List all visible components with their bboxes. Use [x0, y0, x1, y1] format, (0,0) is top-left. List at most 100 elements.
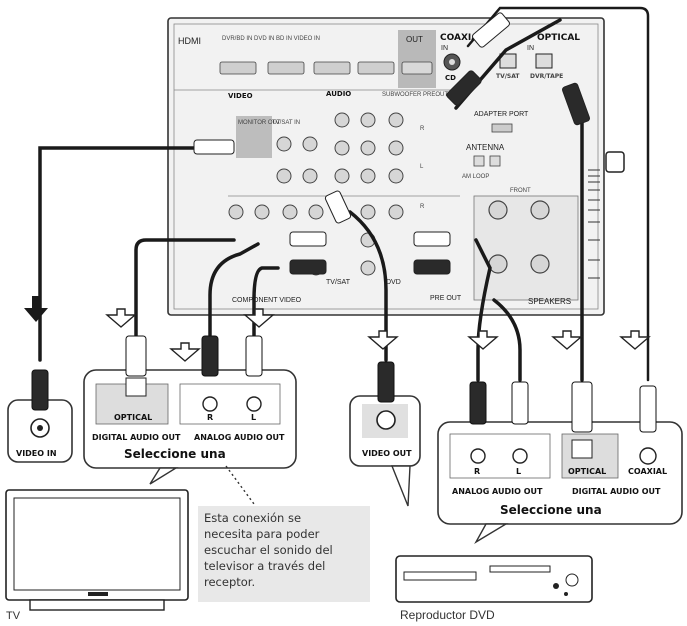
analog-cable-dvd-l: [492, 298, 522, 382]
optical-jack-tvsat: [499, 53, 517, 69]
tv-analog-l-jack: [246, 396, 262, 412]
component-video-label: COMPONENT VIDEO: [232, 297, 302, 304]
direction-arrows: [105, 308, 651, 362]
hdmi-out-label: OUT: [406, 35, 423, 44]
tv-select-one-label: Seleccione una: [124, 447, 226, 461]
dvd-r-label: R: [474, 467, 480, 476]
dvd-coaxial-label: COAXIAL: [628, 467, 667, 476]
tv-analog-r-jack: [202, 396, 218, 412]
note-line-3: escuchar el sonido del: [204, 543, 333, 557]
dvd-digital-audio-out-label: DIGITAL AUDIO OUT: [572, 487, 661, 496]
barcode-label: [588, 169, 600, 279]
audio-section-label: AUDIO: [326, 90, 351, 98]
subwoofer-label: SUBWOOFER PREOUT: [382, 92, 448, 98]
note-line-4: televisor a través del: [204, 559, 326, 573]
dvd-optical-plug: [571, 381, 593, 433]
antenna-label: ANTENNA: [466, 143, 505, 152]
antenna-terminal-2: [489, 155, 501, 167]
hdmi-out-port: [401, 61, 433, 75]
tv-analog-audio-out-label: ANALOG AUDIO OUT: [194, 433, 285, 442]
dvd-coaxial-plug: [639, 385, 657, 433]
analog-cable-dvd-r: [474, 238, 492, 382]
tv-r-label: R: [207, 413, 213, 422]
note-box: Esta conexión se necesita para poder esc…: [198, 506, 370, 602]
tv-video-in-label: VIDEO IN: [16, 449, 57, 458]
tv-device: [5, 489, 189, 611]
dvd-optical-jack: [571, 439, 593, 459]
note-pointer: [225, 465, 255, 505]
video-arrow-down: [24, 296, 48, 322]
coaxial-cable-dvd: [466, 6, 650, 382]
grip-hand-icon: [605, 151, 625, 173]
tv-analog-block: [179, 383, 281, 425]
dvd-analog-r-plug: [469, 381, 487, 425]
analog-cable-tv-r: [208, 242, 260, 337]
optical-cable-tv: [134, 238, 236, 337]
monitor-out-block: [236, 116, 272, 158]
dvd-audio-label: DVD: [386, 279, 401, 286]
dvd-analog-audio-out-label: ANALOG AUDIO OUT: [452, 487, 543, 496]
optical-dvrtape-label: DVR/TAPE: [530, 73, 563, 80]
analog-cable-tv-l: [252, 266, 280, 337]
note-line-1: Esta conexión se: [204, 511, 302, 525]
coaxial-jack-center: [449, 59, 455, 65]
tv-label: TV: [6, 610, 21, 622]
monitor-out-label: MONITOR OUT: [238, 120, 281, 126]
dvd-l-label: L: [516, 467, 521, 476]
receiver-l-label-1: L: [420, 164, 424, 170]
am-loop-label: AM LOOP: [462, 174, 489, 180]
hdmi-label: HDMI: [178, 36, 201, 46]
tv-l-label: L: [251, 413, 256, 422]
tv-digital-audio-out-label: DIGITAL AUDIO OUT: [92, 433, 181, 442]
optical-in-label: IN: [527, 45, 534, 52]
hdmi-ports: [219, 61, 395, 75]
coaxial-cd-label: CD: [445, 74, 456, 82]
rca-jack-grid: [228, 112, 404, 276]
dvd-video-plug: [377, 361, 395, 403]
dvd-video-out-jack: [376, 410, 396, 430]
receiver-r-label-2: R: [420, 204, 425, 210]
antenna-terminal-1: [473, 155, 485, 167]
optical-jack-dvrtape: [535, 53, 553, 69]
dvd-select-one-label: Seleccione una: [500, 503, 602, 517]
speaker-terminals: [488, 200, 550, 274]
note-line-2: necesita para poder: [204, 527, 320, 541]
tv-optical-jack: [125, 377, 147, 397]
coaxial-label: COAXIAL: [440, 33, 484, 43]
dvd-connections: VIDEO OUT R L OPTICAL COAXIAL ANALOG AUD…: [349, 361, 683, 544]
tv-connections: VIDEO IN OPTICAL R L DIGITAL AUDIO OUT A…: [7, 335, 297, 485]
video-cable-tv: [38, 146, 202, 362]
tvsat-audio-label: TV/SAT: [326, 279, 351, 286]
tv-analog-l-plug: [245, 335, 263, 377]
pre-out-label: PRE OUT: [430, 295, 462, 302]
dvd-analog-r-jack: [470, 448, 486, 464]
receiver-r-label-1: R: [420, 126, 425, 132]
video-section-label: VIDEO: [228, 92, 253, 100]
dvd-player-label: Reproductor DVD: [400, 608, 495, 622]
adapter-port: [491, 123, 513, 133]
tv-analog-r-plug: [201, 335, 219, 377]
dvd-video-out-label: VIDEO OUT: [362, 449, 412, 458]
dvd-analog-l-plug: [511, 381, 529, 425]
dvd-optical-label: OPTICAL: [568, 467, 606, 476]
hdmi-out-block: [398, 30, 436, 88]
video-cable-dvd: [348, 210, 388, 362]
receiver-rear-panel: HDMI DVR/BD IN DVD IN BD IN VIDEO IN OUT…: [167, 17, 605, 316]
speakers-label: SPEAKERS: [528, 297, 571, 306]
coaxial-in-label: IN: [441, 45, 448, 52]
note-line-5: receptor.: [204, 575, 256, 589]
dvd-analog-l-jack: [512, 448, 528, 464]
dvd-device: [395, 555, 593, 603]
hdmi-inputs-label: DVR/BD IN DVD IN BD IN VIDEO IN: [222, 36, 320, 42]
dvd-coaxial-jack: [639, 447, 657, 465]
receiver-side-plugs: [193, 12, 591, 275]
optical-label: OPTICAL: [537, 33, 580, 43]
adapter-port-label: ADAPTER PORT: [474, 111, 529, 118]
tvsat-in-label: TV/SAT IN: [272, 120, 300, 126]
tv-optical-label: OPTICAL: [114, 413, 152, 422]
optical-tvsat-label: TV/SAT: [496, 73, 520, 80]
tv-video-plug: [31, 369, 49, 411]
front-label: FRONT: [510, 188, 531, 194]
